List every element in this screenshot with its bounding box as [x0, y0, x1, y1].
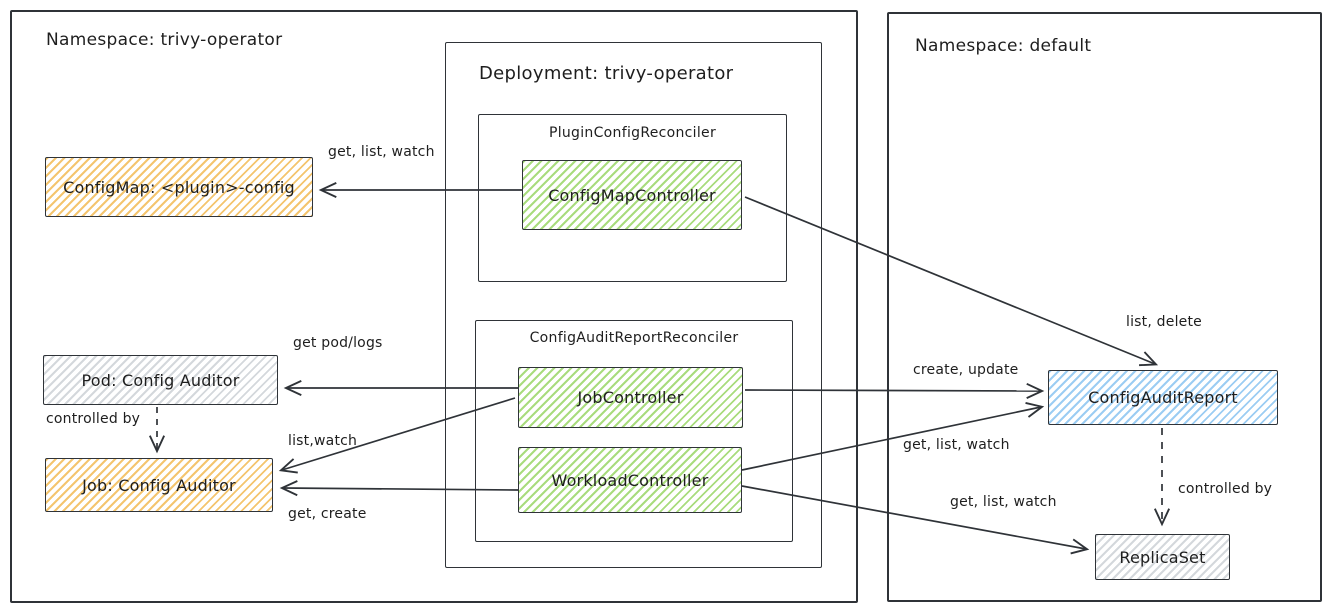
edge-label-get-create: get, create — [288, 506, 367, 522]
edge-label-controlled-by-right: controlled by — [1178, 481, 1273, 497]
edge-label-get-pod-logs: get pod/logs — [293, 335, 383, 351]
edge-label-get-list-watch-configmap: get, list, watch — [328, 144, 435, 160]
configmap-plugin-config-node: ConfigMap: <plugin>-config — [45, 157, 313, 217]
edge-label-get-list-watch-replicaset: get, list, watch — [950, 494, 1057, 510]
edge-label-list-delete: list, delete — [1126, 314, 1202, 330]
edge-label-list-watch: list,watch — [288, 433, 358, 449]
replicaset-node: ReplicaSet — [1095, 534, 1230, 580]
configauditreport-node: ConfigAuditReport — [1048, 370, 1278, 425]
edge-label-create-update: create, update — [913, 362, 1019, 378]
configmapcontroller-node: ConfigMapController — [522, 160, 742, 230]
edge-label-get-list-watch-configauditreport: get, list, watch — [903, 437, 1010, 453]
namespace-trivy-operator-title: Namespace: trivy-operator — [46, 30, 283, 50]
namespace-default-title: Namespace: default — [915, 36, 1092, 56]
edge-label-controlled-by-left: controlled by — [46, 411, 141, 427]
job-config-auditor-node: Job: Config Auditor — [45, 458, 273, 512]
plugin-config-reconciler-title: PluginConfigReconciler — [548, 125, 717, 141]
pod-config-auditor-node: Pod: Config Auditor — [43, 355, 278, 405]
namespace-default-box: Namespace: default — [887, 12, 1322, 602]
workloadcontroller-node: WorkloadController — [518, 447, 742, 513]
jobcontroller-node: JobController — [518, 367, 743, 428]
deployment-title: Deployment: trivy-operator — [479, 63, 734, 84]
config-audit-report-reconciler-title: ConfigAuditReportReconciler — [529, 330, 739, 346]
